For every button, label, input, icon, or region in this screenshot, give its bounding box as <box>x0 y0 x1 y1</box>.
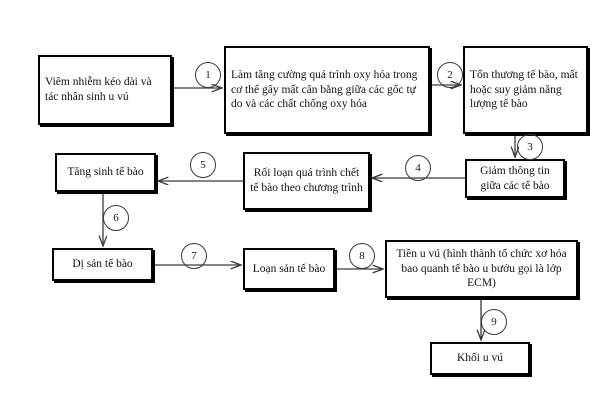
flowchart-node-n3: Tổn thương tế bào, mất hoặc suy giảm năn… <box>463 46 588 134</box>
flowchart-node-n2: Làm tăng cường quá trình oxy hóa trong c… <box>224 46 430 134</box>
step-marker-label: 4 <box>415 162 421 174</box>
step-marker-label: 9 <box>491 316 497 328</box>
step-marker-7: 7 <box>181 243 207 269</box>
flowchart-node-n7: Dị sản tế bào <box>52 248 153 281</box>
flowchart-node-n4: Giảm thông tin giữa các tế bào <box>465 159 565 198</box>
flowchart-node-n9: Tiền u vú (hình thành tổ chức xơ hóa bao… <box>385 240 578 298</box>
step-marker-6: 6 <box>103 205 129 231</box>
step-marker-label: 6 <box>113 212 119 224</box>
node-label: Viêm nhiễm kéo dài và tác nhân sinh u vú <box>45 76 152 103</box>
step-marker-9: 9 <box>481 309 507 335</box>
step-marker-1: 1 <box>195 62 221 88</box>
step-marker-label: 5 <box>200 159 206 171</box>
node-label: Giảm thông tin giữa các tế bào <box>480 164 550 192</box>
node-label: Dị sản tế bào <box>72 258 133 271</box>
node-label: Rối loạn quá trình chết tế bào theo chươ… <box>250 167 363 194</box>
step-marker-label: 3 <box>527 141 533 153</box>
node-label: Tiền u vú (hình thành tổ chức xơ hóa bao… <box>396 247 567 290</box>
flowchart-node-n10: Khối u vú <box>430 342 530 375</box>
flowchart-node-n6: Tăng sinh tế bào <box>55 153 156 192</box>
step-marker-label: 8 <box>359 250 365 262</box>
step-marker-3: 3 <box>517 134 543 160</box>
node-label: Khối u vú <box>457 352 503 365</box>
step-marker-4: 4 <box>405 155 431 181</box>
flowchart-node-n8: Loạn sản tế bào <box>243 248 335 290</box>
node-label: Tăng sinh tế bào <box>67 166 144 179</box>
node-label: Tổn thương tế bào, mất hoặc suy giảm năn… <box>470 68 578 111</box>
step-marker-label: 7 <box>191 250 197 262</box>
flowchart-node-n1: Viêm nhiễm kéo dài và tác nhân sinh u vú <box>38 55 172 125</box>
step-marker-label: 1 <box>205 69 211 81</box>
node-label: Làm tăng cường quá trình oxy hóa trong c… <box>231 68 418 111</box>
step-marker-label: 2 <box>447 69 453 81</box>
node-label: Loạn sản tế bào <box>252 262 326 275</box>
flowchart-node-n5: Rối loạn quá trình chết tế bào theo chươ… <box>243 152 370 210</box>
step-marker-8: 8 <box>349 243 375 269</box>
step-marker-2: 2 <box>437 62 463 88</box>
step-marker-5: 5 <box>190 152 216 178</box>
